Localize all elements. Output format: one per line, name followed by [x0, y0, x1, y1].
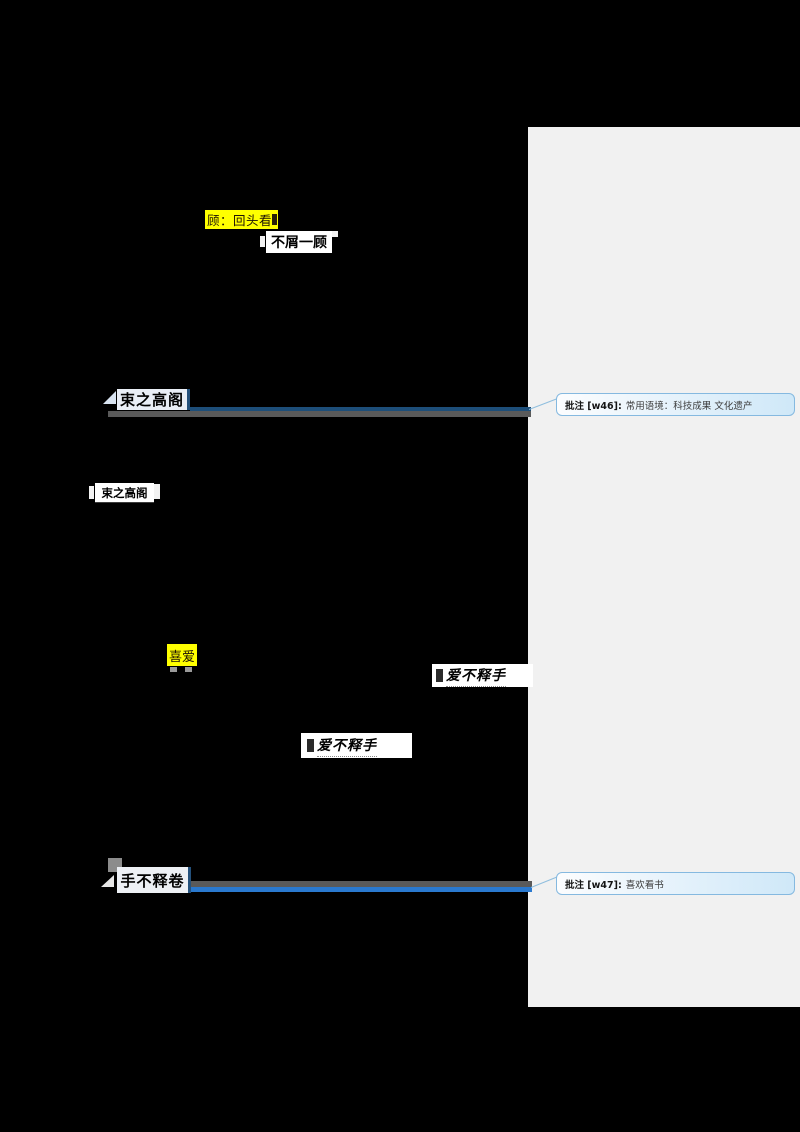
highlighted-word-xiai-text: 喜爱: [168, 649, 195, 665]
idiom-aibushishou-upper: 爱不释手: [432, 664, 533, 687]
comment-w47-text: 喜欢看书: [625, 879, 664, 891]
connector-gray-band: [108, 411, 531, 417]
text-fragment: [185, 667, 192, 672]
text-fragment: [154, 484, 160, 499]
comment-w47-label: 批注 [w47]:: [565, 879, 622, 891]
comment-w46-label: 批注 [w46]:: [565, 400, 622, 412]
comment-anchor-shuzhigaoge-text: 束之高阁: [119, 391, 184, 409]
connector-gray-band: [191, 881, 532, 887]
highlighted-gloss-gu: 顾：回头看: [205, 210, 278, 229]
highlighted-word-xiai: 喜爱: [167, 644, 197, 666]
text-fragment: [332, 231, 338, 237]
node-marker-triangle: [103, 391, 116, 404]
idiom-buxieyigu-text: 不屑一顾: [271, 235, 327, 251]
idiom-aibushishou-lower: 爱不释手: [301, 733, 412, 758]
idiom-aibushishou-lower-text: 爱不释手: [317, 735, 377, 757]
idiom-aibushishou-upper-text: 爱不释手: [446, 665, 506, 687]
comment-balloon-w46[interactable]: 批注 [w46]: 常用语境：科技成果 文化遗产: [556, 393, 795, 416]
text-fragment: [89, 486, 94, 499]
comment-connector-line-w46: [190, 407, 531, 411]
comments-pane: [528, 127, 800, 1007]
comment-connector-line-w47: [191, 887, 532, 892]
idiom-shuzhigaoge-small: 束之高阁: [95, 483, 154, 503]
idiom-shuzhigaoge-small-text: 束之高阁: [101, 485, 148, 500]
text-fragment: [307, 739, 314, 752]
text-fragment: [272, 214, 277, 225]
comment-w46-text: 常用语境：科技成果 文化遗产: [625, 400, 753, 412]
text-fragment: [436, 669, 443, 682]
highlighted-gloss-gu-text: 顾：回头看: [207, 213, 273, 228]
comment-anchor-shoubushijuan: 手不释卷: [117, 867, 191, 893]
comment-anchor-shuzhigaoge: 束之高阁: [117, 389, 190, 410]
node-marker-triangle: [101, 875, 114, 887]
text-fragment: [170, 667, 177, 672]
text-fragment: [260, 236, 265, 247]
idiom-buxieyigu: 不屑一顾: [266, 231, 332, 253]
comment-anchor-shoubushijuan-text: 手不释卷: [120, 871, 185, 890]
comment-balloon-w47[interactable]: 批注 [w47]: 喜欢看书: [556, 872, 795, 895]
